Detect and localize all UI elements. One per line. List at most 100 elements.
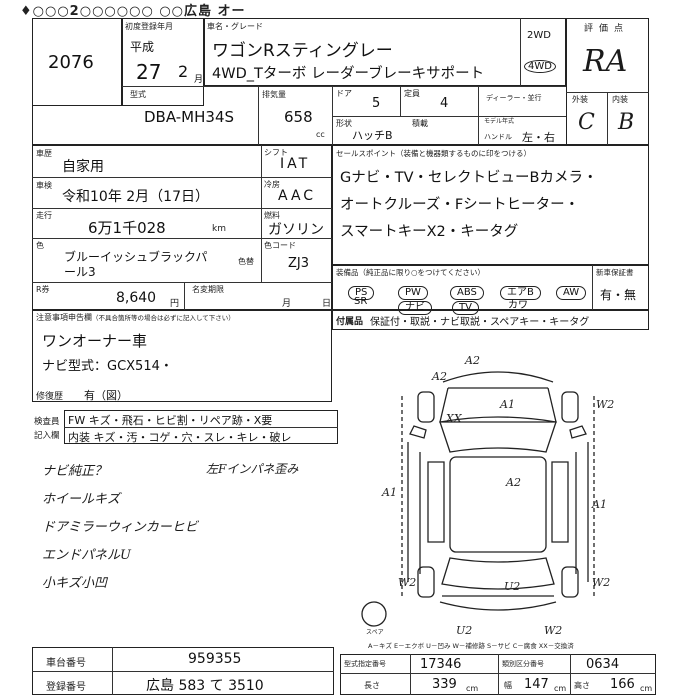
equip-abs-label: ABS — [450, 286, 484, 300]
equip-abs: ABS — [450, 280, 484, 300]
registration-era: 平成 — [130, 40, 155, 54]
height-unit: cm — [640, 684, 653, 693]
sales-line1: Gナビ・TV・セレクトビューBカメラ・ — [340, 170, 598, 186]
col-div-1 — [258, 86, 259, 145]
width-value: 147 — [524, 677, 549, 692]
exterior-label: 外装 — [572, 95, 588, 104]
left-row-3 — [32, 238, 332, 239]
handwritten-note-4: エンドパネルU — [42, 548, 131, 563]
row2-top — [122, 86, 566, 87]
displacement-value: 658 — [284, 108, 313, 126]
warranty-label: 新車保証書 — [596, 268, 634, 277]
equip-pw: PW — [398, 280, 428, 300]
doors-label: ドア — [336, 89, 352, 98]
equip-tv-label: TV — [452, 301, 479, 315]
mid-col-div — [261, 145, 262, 282]
notes-label: 注意事項申告欄 — [36, 313, 92, 322]
recycle-label: R券 — [36, 285, 50, 294]
equipment-label: 装備品（純正品に限り○をつけてください） — [336, 268, 485, 277]
equip-pw-label: PW — [398, 286, 428, 300]
usage-label: 車歴 — [36, 149, 52, 158]
inspector-label-1: 検査員 — [34, 417, 60, 427]
displacement-label: 排気量 — [262, 90, 286, 99]
length-unit: cm — [466, 684, 479, 693]
registration-cell — [122, 18, 204, 106]
name-change-day: 日 — [322, 299, 332, 309]
color-label: 色 — [36, 241, 44, 250]
body-type-value: ハッチB — [352, 129, 393, 142]
name-change-label: 名変期限 — [192, 285, 224, 294]
exterior-grade: C — [578, 110, 595, 135]
model-cell — [204, 18, 566, 86]
plate-value: 広島 583 て 3510 — [146, 678, 264, 694]
accessories-block — [332, 310, 649, 330]
chassis-label: 車台番号 — [46, 658, 86, 669]
category-code-label: 類別区分番号 — [502, 660, 544, 668]
inspector-label-2: 記入欄 — [34, 431, 60, 441]
model-code-label: 型式 — [130, 90, 146, 99]
displacement-unit: cc — [316, 130, 325, 139]
repair-label: 修復歴 — [36, 392, 64, 402]
handwritten-note-5: 小キズ小凹 — [42, 576, 108, 591]
doors-value: 5 — [372, 96, 381, 111]
mileage-value: 6万1千028 — [88, 219, 166, 237]
equip-ps: PS — [348, 280, 375, 300]
ac-value: AAC — [278, 188, 317, 204]
score-col-divider — [607, 92, 608, 145]
type-code-label: 型式指定番号 — [344, 660, 386, 668]
sales-line2: オートクルーズ・Fシートヒーター・ — [340, 197, 580, 213]
mark-w2-rear-left: W2 — [398, 576, 416, 589]
mark-w2-bumper: W2 — [544, 624, 562, 637]
registration-label: 初度登録年月 — [125, 22, 173, 31]
col-div-2 — [332, 86, 333, 145]
fuel-label: 燃料 — [264, 211, 280, 220]
repair-value: 有（図） — [84, 389, 128, 402]
inspector-row2: 内装 キズ・汚・コゲ・穴・スレ・キレ・破レ — [68, 431, 292, 444]
equip-sr: SR — [354, 296, 368, 307]
bottom-right-div-2 — [498, 654, 499, 695]
registration-month-suffix: 月 — [194, 75, 204, 85]
mark-a2-hood: A2 — [431, 370, 447, 383]
lot-cell — [32, 18, 122, 106]
header-scrawl: ♦○○○2○○○○○○ ○○広島 オー — [20, 4, 246, 19]
col-div-4 — [478, 86, 479, 145]
type-code-value: 17346 — [420, 657, 462, 672]
mark-a1-right: A1 — [591, 498, 607, 511]
mileage-unit: km — [212, 224, 226, 234]
shift-label: シフト — [264, 148, 288, 157]
warranty-value: 有・無 — [600, 288, 637, 302]
capacity-value: 4 — [440, 96, 449, 111]
model-name: ワゴンRスティングレー — [212, 41, 393, 61]
accessories-value: 保証付・取説・ナビ取説・スペアキー・キータグ — [370, 317, 590, 328]
equip-navi-label: ナビ — [398, 301, 432, 315]
equip-ps-label: PS — [348, 286, 375, 300]
color-code-value: ZJ3 — [288, 256, 310, 271]
notes-line2: ナビ型式：GCX514・ — [42, 359, 173, 374]
score-label: 評価点 — [584, 24, 630, 34]
chassis-value: 959355 — [188, 651, 242, 667]
registration-month: 2 — [178, 62, 189, 81]
spare-label: スペア — [366, 629, 384, 636]
registration-year: 27 — [136, 60, 162, 84]
notes-sub-label: （不具合箇所等の場合は必ずに記入して下さい） — [92, 314, 235, 322]
recycle-unit: 円 — [170, 299, 180, 309]
width-label: 幅 — [504, 681, 512, 690]
left-row-4 — [32, 282, 332, 283]
equip-navi: ナビ — [398, 295, 432, 315]
plate-label: 登録番号 — [46, 682, 86, 693]
mark-a1-left: A1 — [381, 486, 397, 499]
equip-airbag-label: エアB — [500, 286, 541, 300]
recycle-value: 8,640 — [116, 290, 157, 306]
color-line2: ール3 — [64, 265, 96, 279]
name-change-month: 月 — [282, 299, 292, 309]
recycle-div — [184, 282, 185, 310]
drive-4wd: 4WD — [524, 60, 556, 73]
equip-airbag: エアB — [500, 280, 541, 300]
color-code-label: 色コード — [264, 241, 296, 250]
mark-xx: XX — [445, 412, 463, 425]
color-change-label: 色替 — [238, 257, 254, 266]
warranty-div — [592, 265, 593, 310]
usage-value: 自家用 — [62, 159, 104, 175]
accessories-label: 付属品 — [336, 317, 364, 327]
